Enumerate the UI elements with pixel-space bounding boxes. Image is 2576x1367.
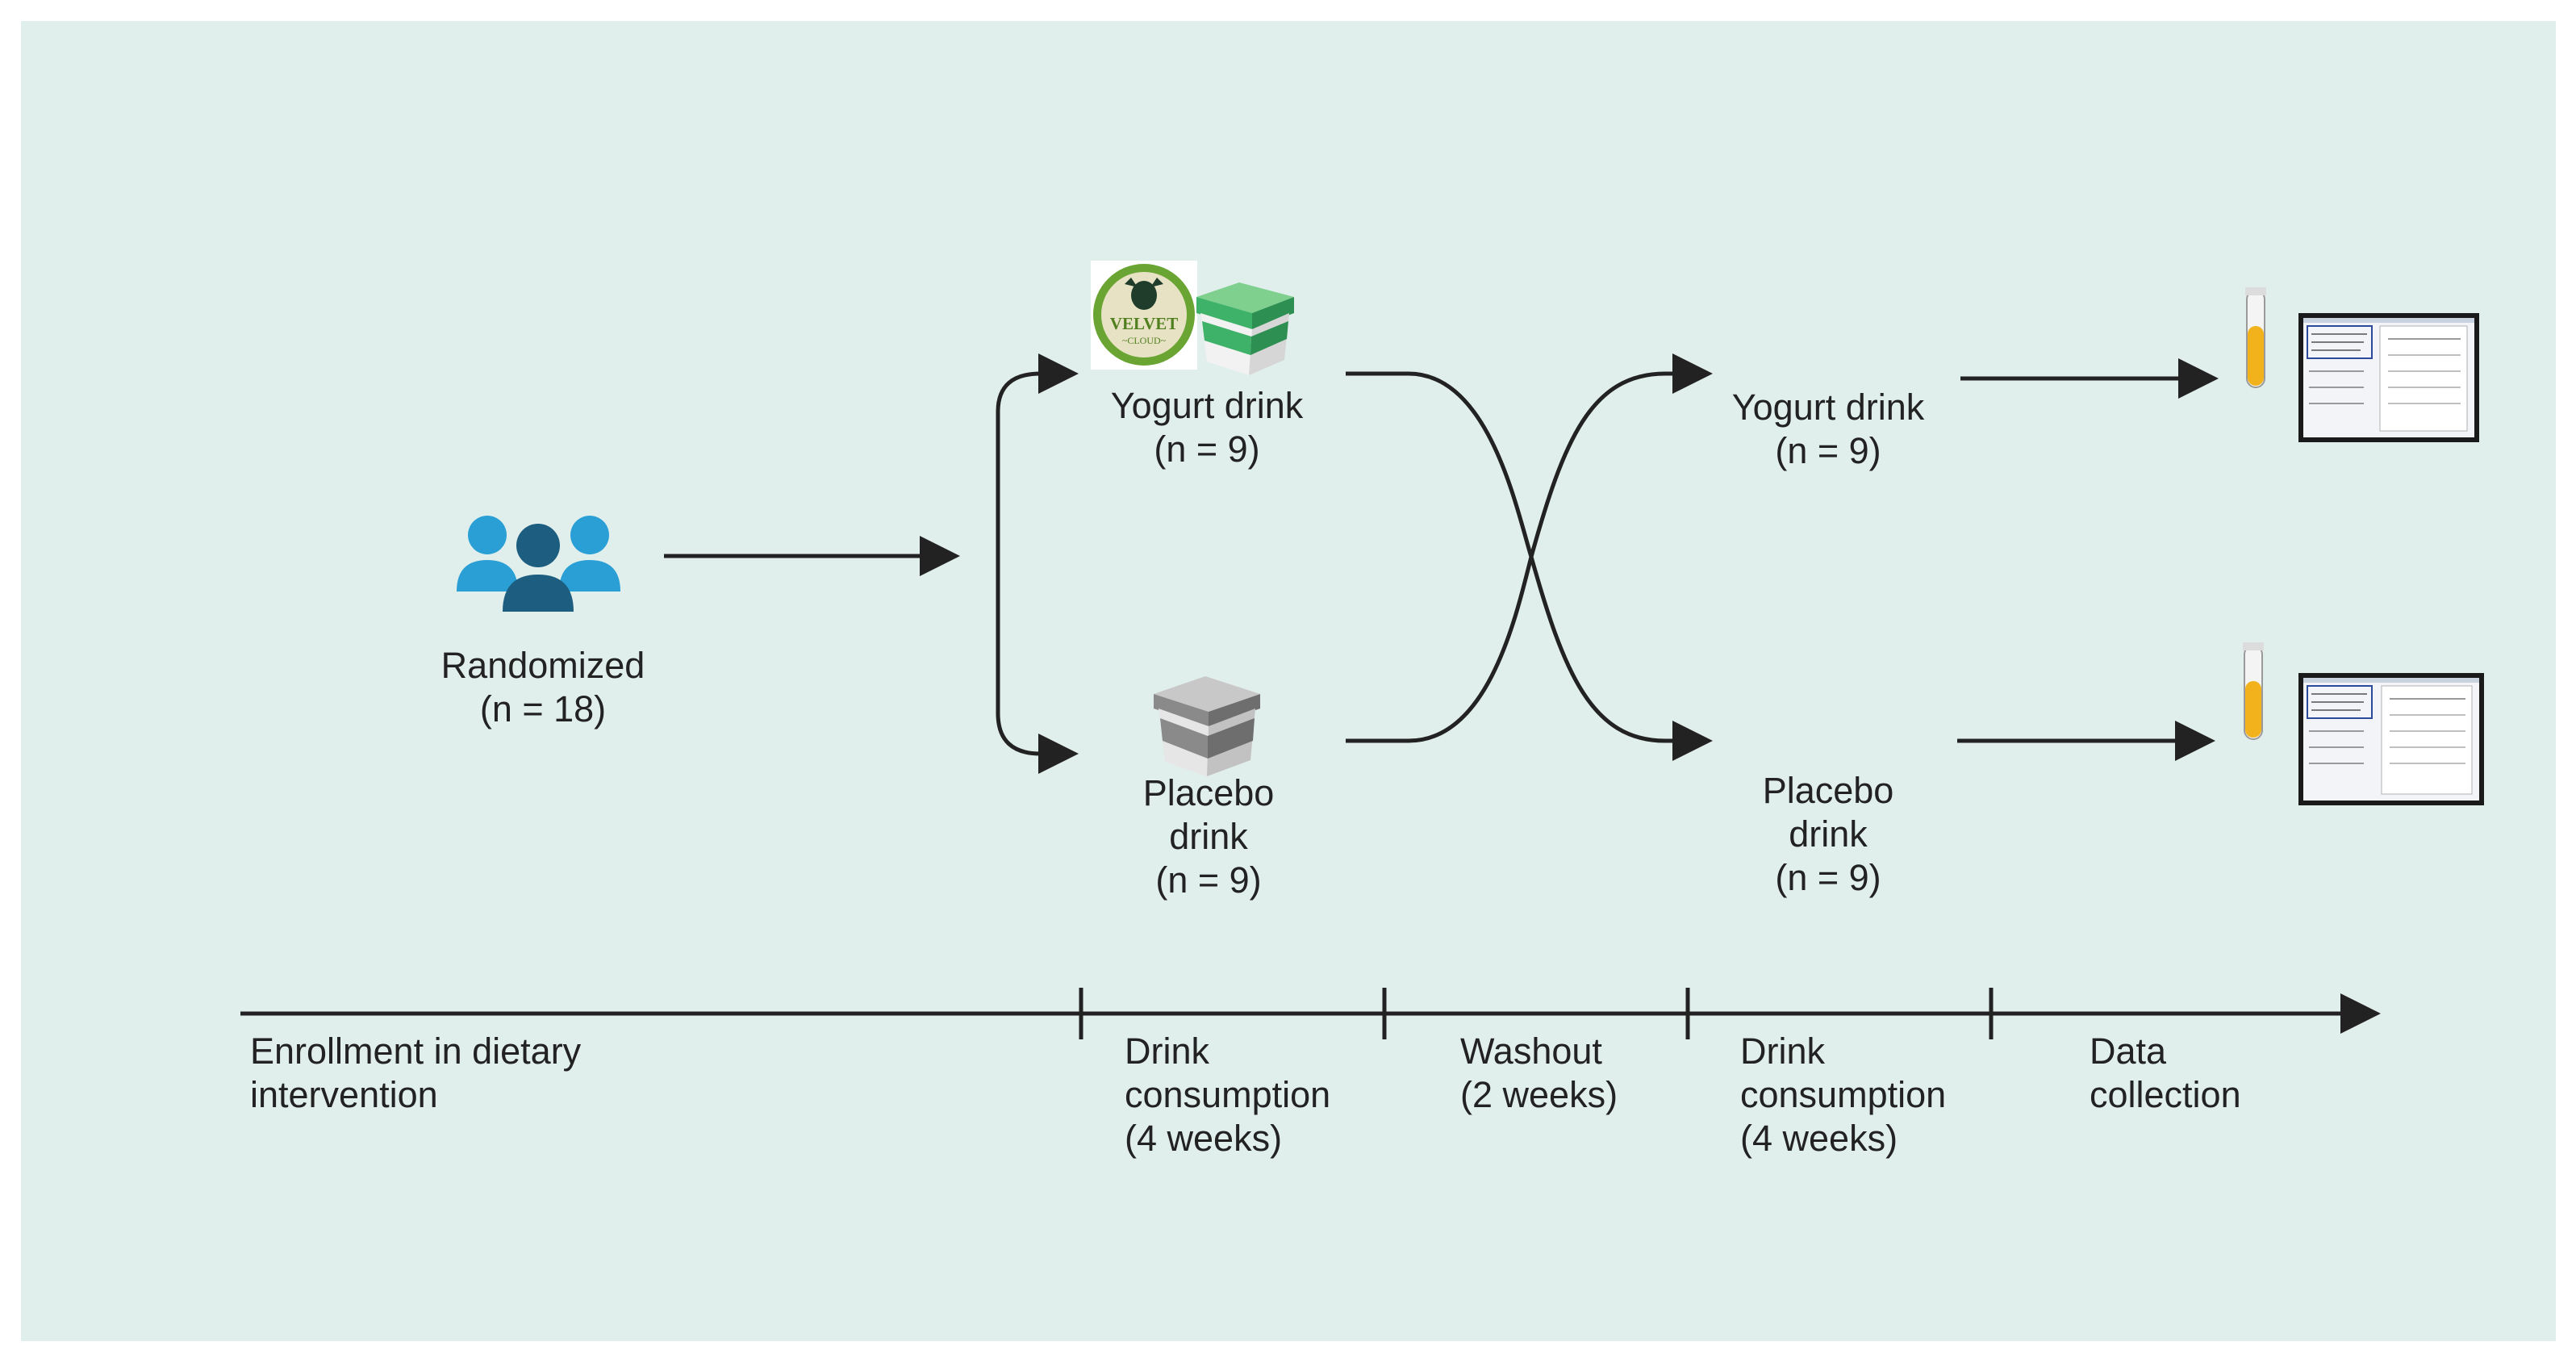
arm2-placebo-name-2: drink [1789, 813, 1868, 855]
arm2-placebo-label: Placebo drink (n = 9) [1763, 769, 1894, 900]
timeline-label-washout: Washout (2 weeks) [1460, 1030, 1618, 1117]
blood-tube-icon [2243, 642, 2264, 740]
arm1-placebo-name-1: Placebo [1142, 772, 1275, 813]
timeline-label-line: consumption [1740, 1074, 1947, 1115]
arm2-yogurt-label: Yogurt drink (n = 9) [1732, 386, 1925, 473]
timeline-label-data-collection: Data collection [2090, 1030, 2241, 1117]
crossover-arrow-placebo-to-yogurt [1346, 353, 1713, 743]
logo-text-line1: VELVET [1110, 314, 1178, 333]
arm1-placebo-label: Placebo drink (n = 9) [1143, 771, 1275, 902]
arm2-placebo-count: (n = 9) [1775, 857, 1881, 898]
placebo-cup-icon [1154, 676, 1260, 776]
timeline-label-line: Drink [1125, 1030, 1210, 1072]
arm1-yogurt-name: Yogurt drink [1110, 385, 1304, 426]
timeline-label-line: Drink [1740, 1030, 1826, 1072]
timeline-label-line: Enrollment in dietary [250, 1030, 582, 1072]
timeline-label-line: consumption [1125, 1074, 1331, 1115]
randomized-label-line: Randomized [440, 645, 645, 686]
timeline-label-drink-consumption-2: Drink consumption (4 weeks) [1740, 1030, 1946, 1160]
arm1-placebo-name-2: drink [1169, 816, 1248, 857]
randomized-label: Randomized (n = 18) [441, 644, 645, 731]
timeline-label-line: Washout [1460, 1030, 1602, 1072]
randomized-count: (n = 18) [479, 688, 607, 729]
split-bracket-arrow-top [996, 353, 1079, 556]
timeline-label-line: intervention [250, 1074, 438, 1115]
data-screen-icon [2298, 673, 2484, 805]
timeline-label-line: collection [2090, 1074, 2241, 1115]
timeline-label-drink-consumption-1: Drink consumption (4 weeks) [1125, 1030, 1330, 1160]
blood-tube-icon [2245, 287, 2266, 388]
velvet-cloud-logo: VELVET ~CLOUD~ [1091, 261, 1197, 370]
arm2-yogurt-name: Yogurt drink [1731, 387, 1925, 428]
yogurt-cup-icon [1196, 282, 1294, 375]
timeline-label-line: (4 weeks) [1740, 1118, 1898, 1159]
logo-text-line2: ~CLOUD~ [1122, 335, 1167, 346]
split-bracket-arrow-bottom [996, 556, 1079, 774]
data-screen-icon [2298, 313, 2479, 442]
timeline-label-line: Data [2090, 1030, 2167, 1072]
background-panel [21, 21, 2556, 1341]
timeline-label-line: (2 weeks) [1460, 1074, 1618, 1115]
people-group-icon [457, 516, 620, 612]
arm1-yogurt-count: (n = 9) [1154, 428, 1260, 470]
arm2-yogurt-count: (n = 9) [1775, 430, 1881, 471]
arm2-placebo-name-1: Placebo [1762, 770, 1894, 811]
arm1-yogurt-label: Yogurt drink (n = 9) [1111, 384, 1304, 471]
arm1-placebo-count: (n = 9) [1155, 859, 1262, 901]
timeline-label-line: (4 weeks) [1125, 1118, 1283, 1159]
timeline-label-enrollment: Enrollment in dietary intervention [250, 1030, 581, 1117]
